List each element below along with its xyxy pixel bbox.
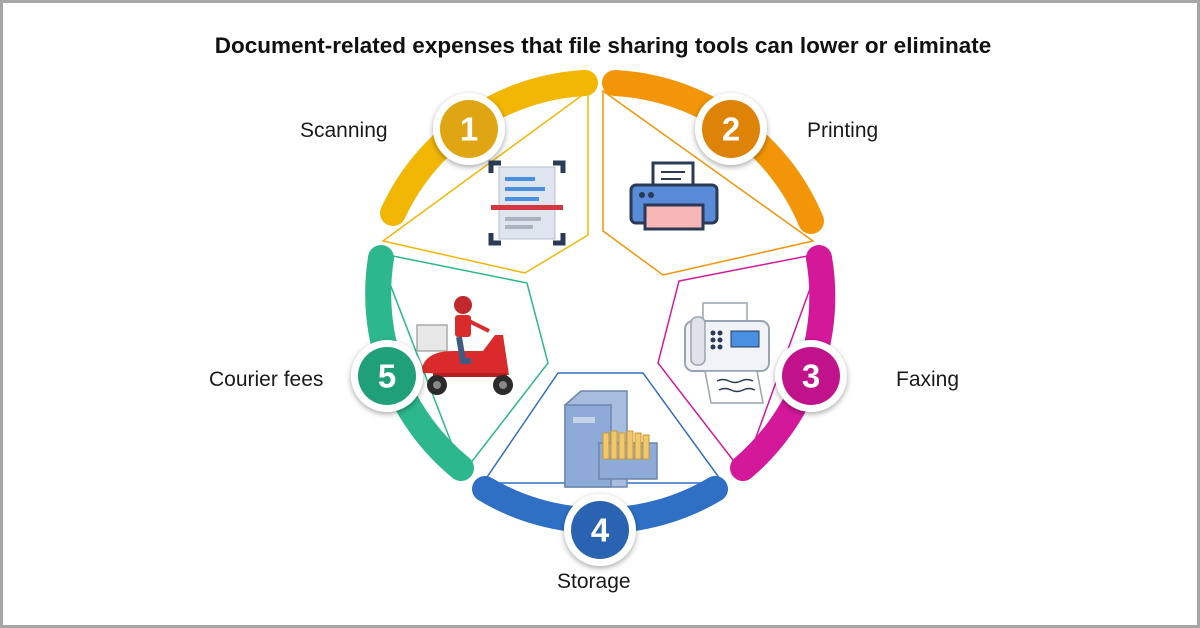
wedge-outline-storage — [481, 372, 725, 484]
step-badge-2: 2 — [695, 93, 767, 165]
printer-icon — [629, 161, 719, 231]
step-number-3: 3 — [802, 358, 820, 395]
cycle-diagram: 1 2 3 4 5 — [351, 70, 847, 566]
wedge-outline-faxing — [657, 252, 825, 475]
step-badge-3: 3 — [775, 340, 847, 412]
step-number-1: 1 — [460, 111, 478, 148]
document-scanner-icon — [488, 160, 566, 246]
step-label-courier-fees: Courier fees — [209, 368, 324, 391]
step-number-2: 2 — [722, 111, 740, 148]
filing-cabinet-icon — [564, 390, 658, 488]
fax-machine-icon — [684, 302, 770, 404]
step-badge-5: 5 — [351, 340, 423, 412]
diagram-title: Document-related expenses that file shar… — [214, 33, 992, 58]
wedge-outline-printing — [602, 89, 815, 276]
step-number-5: 5 — [378, 358, 396, 395]
step-label-faxing: Faxing — [896, 368, 960, 391]
step-number-4: 4 — [591, 512, 610, 549]
step-badge-1: 1 — [433, 93, 505, 165]
courier-scooter-icon — [416, 296, 513, 395]
wedge-outline-scanning — [381, 89, 589, 274]
wedge-outline-courier — [376, 251, 549, 475]
step-label-printing: Printing — [807, 119, 879, 142]
step-label-storage: Storage — [557, 570, 631, 593]
step-label-scanning: Scanning — [300, 119, 388, 142]
step-badge-4: 4 — [564, 494, 636, 566]
